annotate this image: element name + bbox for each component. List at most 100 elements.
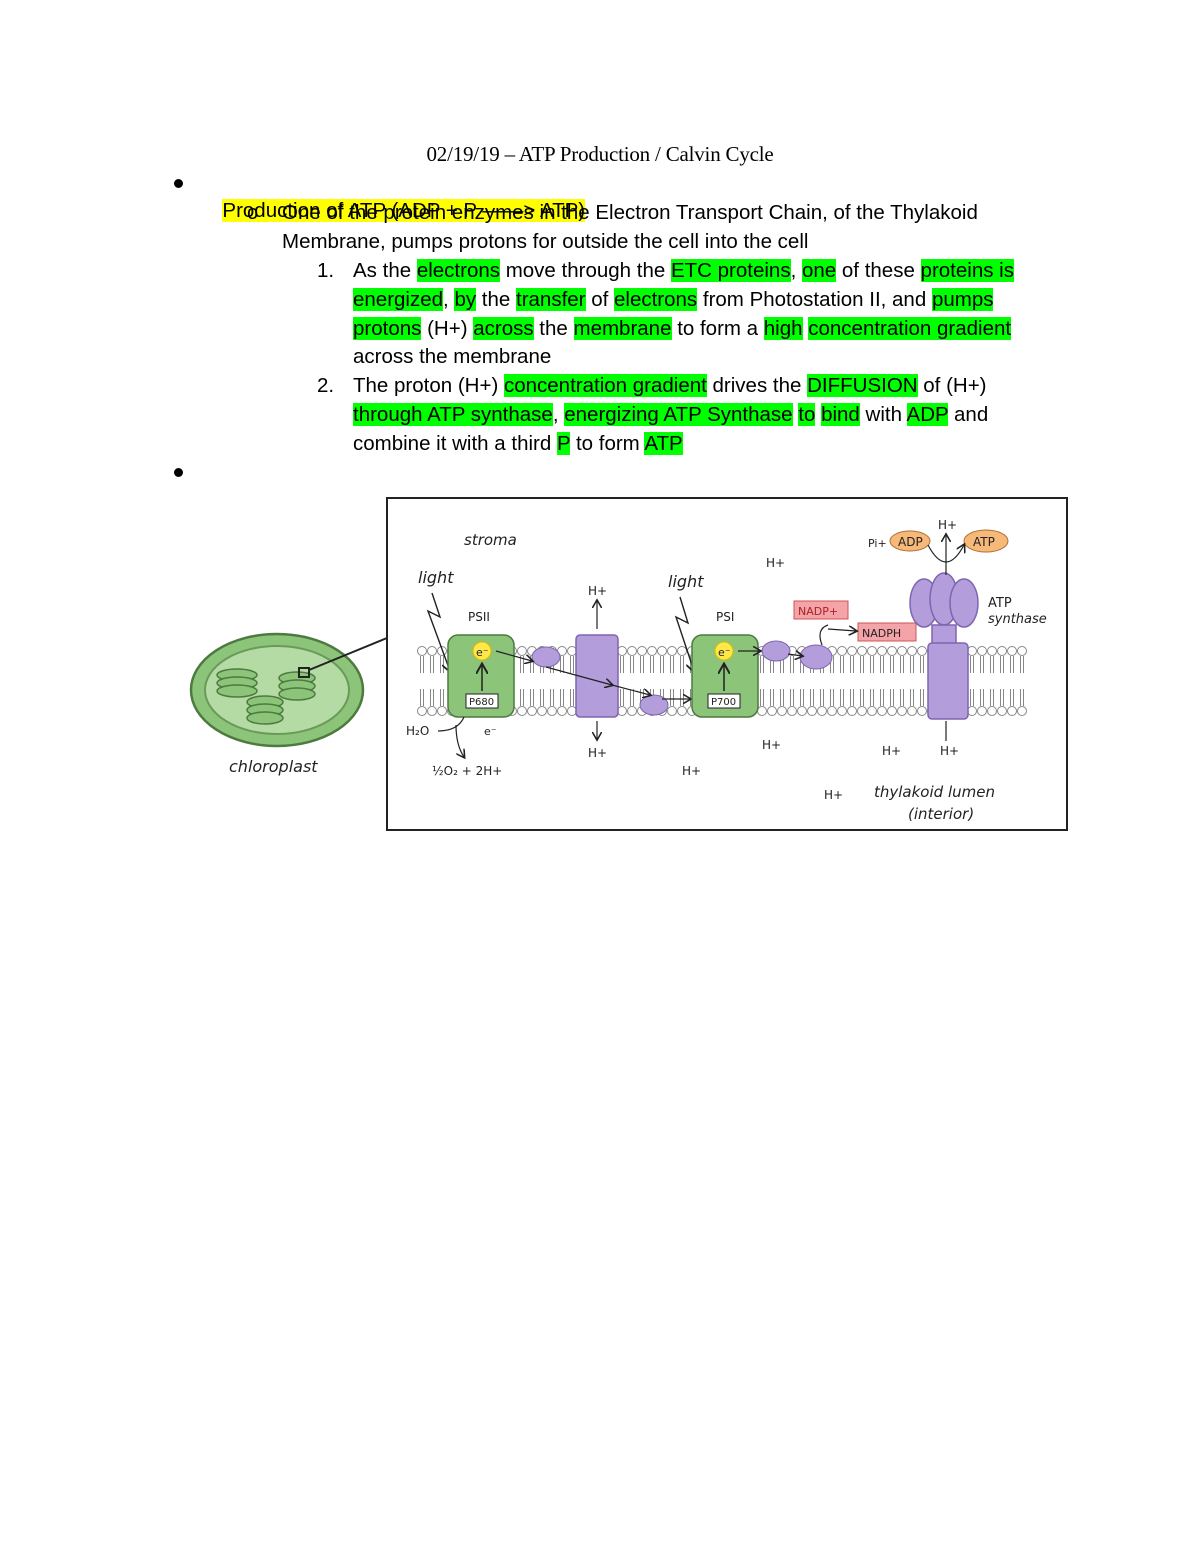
sub-bullet-line-1: One of the protein enzymes in the Electr…	[282, 201, 978, 224]
highlighted-term: electrons	[416, 259, 500, 282]
list-number: 1.	[317, 259, 335, 282]
atp-synthase-label: synthase	[988, 612, 1047, 627]
text-run: the	[533, 317, 574, 340]
lipid-head	[847, 646, 857, 656]
h-plus-label: H+	[762, 738, 781, 752]
sub-bullet-marker: o	[247, 202, 259, 224]
lipid-head	[837, 706, 847, 716]
highlighted-term: concentration gradient	[503, 374, 707, 397]
text-run: and	[948, 403, 989, 426]
text-run: the	[476, 288, 516, 311]
nadp-label: NADP+	[798, 605, 838, 618]
highlighted-heading: Production of ATP (ADP + P ——> ATP)	[222, 199, 586, 222]
lipid-head	[657, 646, 667, 656]
p700-label: P700	[711, 697, 736, 708]
highlighted-term: P	[556, 432, 571, 455]
highlighted-term: to	[798, 403, 816, 426]
lipid-head	[907, 706, 917, 716]
highlighted-term: through ATP synthase	[353, 403, 553, 426]
lipid-head	[1017, 646, 1027, 656]
lipid-head	[887, 706, 897, 716]
highlighted-term: transfer	[516, 288, 586, 311]
lipid-head	[977, 706, 987, 716]
text-run: with	[859, 403, 907, 426]
item1-line1: As the electrons move through the ETC pr…	[353, 257, 1014, 285]
highlighted-term: energized	[353, 288, 444, 311]
lipid-head	[517, 706, 527, 716]
lipid-head	[827, 706, 837, 716]
lipid-head	[1007, 646, 1017, 656]
text-run: combine it with a third	[353, 432, 557, 455]
ferredoxin	[761, 640, 791, 662]
lipid-head	[437, 706, 447, 716]
h-plus-label: H+	[882, 744, 901, 758]
item1-line2: energized, by the transfer of electrons …	[353, 286, 994, 314]
adp-label: ADP	[898, 535, 923, 549]
atp-label: ATP	[973, 535, 995, 549]
lipid-head	[967, 706, 977, 716]
lipid-head	[667, 646, 677, 656]
text-run: of these	[836, 259, 921, 282]
text-run: of (H+)	[917, 374, 987, 397]
light-label-2: light	[668, 572, 704, 591]
lumen-label: thylakoid lumen	[874, 783, 995, 801]
plastoquinone	[531, 646, 561, 668]
electron-label: e⁻	[484, 725, 497, 738]
lipid-head	[547, 706, 557, 716]
lipid-head	[677, 706, 687, 716]
lipid-head	[677, 646, 687, 656]
lipid-head	[877, 706, 887, 716]
text-run: across the membrane	[353, 345, 552, 368]
highlighted-term: membrane	[573, 317, 672, 340]
item2-line1: The proton (H+) concentration gradient d…	[353, 372, 987, 400]
lipid-head	[537, 706, 547, 716]
psi-label: PSI	[716, 610, 734, 624]
lipid-head	[917, 646, 927, 656]
atp-synthase	[909, 572, 979, 720]
text-run: from Photostation II, and	[697, 288, 932, 311]
light-label-1: light	[418, 568, 454, 587]
phosphate-label: Pi+	[868, 537, 887, 550]
lipid-head	[427, 646, 437, 656]
electron-label: e⁻	[476, 646, 489, 659]
h-plus-label: H+	[824, 788, 843, 802]
lipid-head	[877, 646, 887, 656]
lipid-head	[617, 646, 627, 656]
p680-label: P680	[469, 697, 494, 708]
lipid-head	[897, 646, 907, 656]
lipid-head	[987, 646, 997, 656]
h-plus-label: H+	[940, 744, 959, 758]
lipid-head	[867, 646, 877, 656]
h-plus-label: H+	[588, 746, 607, 760]
lipid-head	[557, 706, 567, 716]
lipid-head	[857, 646, 867, 656]
highlighted-term: proteins is	[920, 259, 1014, 282]
highlighted-term: high	[763, 317, 803, 340]
highlighted-term: pumps	[931, 288, 994, 311]
lipid-head	[787, 706, 797, 716]
h-plus-label: H+	[938, 518, 957, 532]
lipid-head	[797, 706, 807, 716]
highlighted-term: bind	[821, 403, 860, 426]
lipid-head	[637, 646, 647, 656]
lipid-head	[527, 706, 537, 716]
highlighted-term: across	[473, 317, 534, 340]
cytochrome-complex	[575, 634, 619, 718]
lipid-head	[867, 706, 877, 716]
text-run: (H+)	[421, 317, 474, 340]
lipid-head	[967, 646, 977, 656]
highlighted-term: energizing ATP Synthase	[564, 403, 793, 426]
highlighted-term: ADP	[906, 403, 949, 426]
lipid-head	[817, 706, 827, 716]
h2o-label: H₂O	[406, 724, 429, 738]
highlighted-term: by	[454, 288, 477, 311]
lipid-head	[647, 646, 657, 656]
lumen-label: (interior)	[908, 805, 974, 823]
thylakoid-membrane-diagram: stroma light light PSII e⁻ P680 H₂O e⁻ ½…	[406, 518, 1047, 823]
lipid-head	[907, 646, 917, 656]
text-run: to form a	[671, 317, 764, 340]
text-run: ,	[443, 288, 455, 311]
highlighted-term: electrons	[614, 288, 698, 311]
text-run: drives the	[706, 374, 808, 397]
lipid-head	[757, 706, 767, 716]
